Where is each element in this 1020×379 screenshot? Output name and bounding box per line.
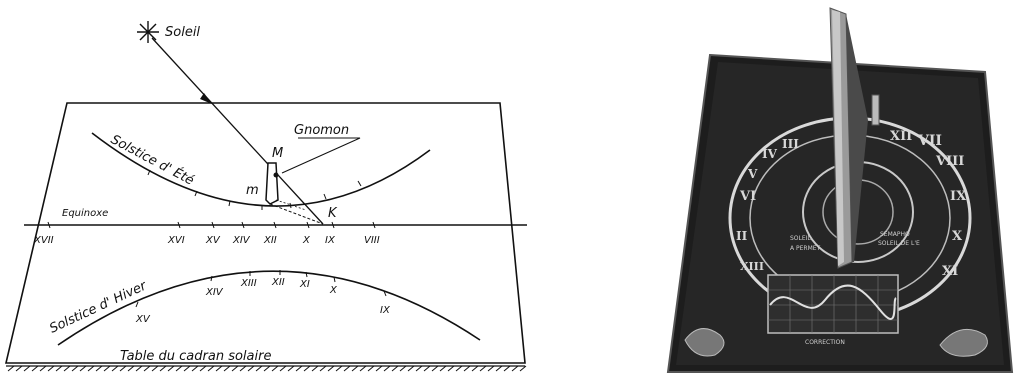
equinox-hour-2: XVI	[167, 235, 185, 246]
dial-numeral: III	[782, 137, 799, 151]
dial-numeral: II	[736, 229, 748, 243]
equinox-hour-7: IX	[325, 235, 336, 246]
dial-numeral: XI	[942, 264, 958, 279]
point-m-upper-label: M	[272, 146, 283, 161]
dial-numeral: IV	[762, 147, 778, 161]
sundial-diagram: Soleil Solstice d' Été Gnomon M m K Equi…	[0, 0, 560, 379]
dial-inscription: A PERMET	[790, 245, 821, 252]
winter-hour-3: XIII	[240, 278, 257, 289]
correction-label: CORRECTION	[805, 339, 845, 346]
equinox-hour-3: XV	[205, 235, 221, 246]
table-caption: Table du cadran solaire	[120, 349, 271, 364]
winter-hour-1: XV	[135, 314, 151, 325]
gnomon-label: Gnomon	[294, 123, 349, 138]
equinox-hour-6: X	[302, 235, 311, 246]
winter-ticks	[136, 270, 386, 307]
winter-hour-2: XIV	[205, 287, 224, 298]
gnomon-leader	[282, 138, 360, 173]
dial-numeral: IX	[950, 189, 967, 204]
dial-numeral: XII	[890, 129, 912, 144]
dial-numeral: VI	[739, 189, 756, 204]
winter-hour-4: XII	[271, 277, 285, 288]
dial-numeral: VII	[917, 133, 942, 149]
winter-solstice-label: Solstice d' Hiver	[47, 278, 150, 337]
equinox-label: Equinoxe	[62, 208, 108, 219]
summer-solstice-label: Solstice d' Été	[108, 131, 197, 188]
dial-numeral: V	[747, 167, 758, 181]
dial-inscription: SEMAPHO	[880, 231, 910, 238]
dial-numeral: XIII	[740, 260, 764, 273]
correction-graph	[768, 275, 898, 333]
winter-hour-7: IX	[380, 305, 391, 316]
equinox-hour-1: XVII	[33, 235, 54, 246]
dial-inscription: SOLEIL	[790, 235, 811, 242]
point-m-upper-dot	[274, 173, 279, 178]
equinox-hour-4: XIV	[232, 235, 251, 246]
summer-solstice-curve	[92, 133, 430, 206]
sun-icon	[137, 21, 159, 43]
gnomon-sight	[872, 95, 879, 125]
winter-hour-5: XI	[299, 279, 310, 290]
dial-numeral: VIII	[935, 154, 964, 169]
point-m-lower-label: m	[246, 183, 259, 198]
sundial-photo: VII VIII IX X XI XII VI V IV III II XIII…	[640, 0, 1020, 379]
gnomon-icon	[266, 163, 278, 204]
base-hatching	[8, 366, 526, 371]
equinox-hour-8: VIII	[364, 235, 380, 246]
point-k-label: K	[328, 206, 338, 221]
dial-numeral: X	[952, 229, 963, 244]
winter-hour-6: X	[329, 285, 338, 296]
dial-inscription: SOLEIL DE L'E	[878, 240, 920, 247]
winter-solstice-curve	[58, 271, 480, 345]
equinox-hour-5: XII	[263, 235, 277, 246]
table-plate	[6, 103, 525, 363]
sun-label: Soleil	[165, 25, 200, 40]
